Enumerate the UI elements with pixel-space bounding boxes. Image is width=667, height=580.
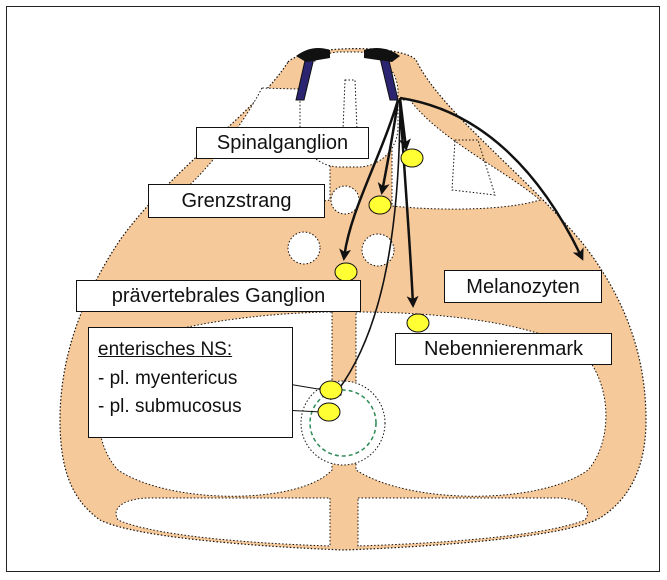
enteric-item-myentericus: - pl. myentericus xyxy=(98,369,292,388)
ganglion-nebenniere xyxy=(407,314,429,332)
notochord xyxy=(331,186,359,214)
ganglion-spinal xyxy=(401,149,423,167)
label-nebennierenmark: Nebennierenmark xyxy=(395,333,612,365)
gut-tube xyxy=(301,381,385,465)
aorta-left xyxy=(288,232,320,264)
ganglion-submucosus xyxy=(318,403,340,421)
ganglion-grenzstrang xyxy=(369,196,391,214)
enteric-item-submucosus: - pl. submucosus xyxy=(98,397,292,416)
ganglion-praevertebral xyxy=(335,263,357,281)
label-melanozyten: Melanozyten xyxy=(444,270,602,303)
label-spinalganglion: Spinalganglion xyxy=(196,127,369,159)
enteric-heading: enterisches NS: xyxy=(98,340,292,359)
label-grenzstrang: Grenzstrang xyxy=(148,184,325,218)
ganglion-myentericus xyxy=(320,381,342,399)
lower-left-cavity xyxy=(116,498,330,546)
lower-right-cavity xyxy=(358,498,588,546)
label-enterisches-ns: enterisches NS: - pl. myentericus - pl. … xyxy=(88,327,293,438)
label-praevertebrales-ganglion: prävertebrales Ganglion xyxy=(76,280,361,312)
